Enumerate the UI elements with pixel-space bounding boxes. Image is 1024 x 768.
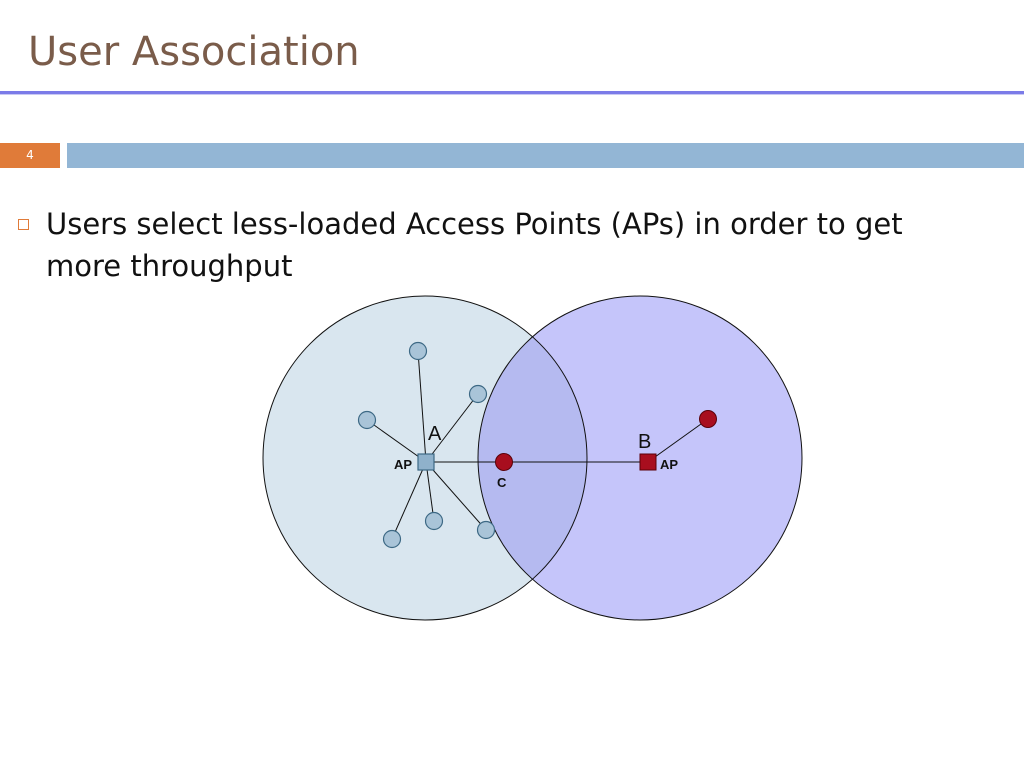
user-node-a-2	[468, 384, 488, 404]
link-b-user	[647, 418, 709, 463]
cell-b-border	[477, 295, 803, 621]
page-number-badge: 4	[0, 143, 60, 168]
coverage-overlap	[478, 296, 587, 620]
bullet-text: Users select less-loaded Access Points (…	[46, 207, 903, 283]
user-node-a-3	[357, 410, 377, 430]
label-a: A	[428, 423, 442, 445]
link-a-user-3	[366, 419, 427, 463]
slide-title: User Association	[28, 29, 360, 75]
title-rule	[0, 91, 1024, 94]
link-a-user-6	[425, 461, 487, 531]
user-node-a-6	[476, 520, 496, 540]
title-rule-shadow	[0, 94, 1024, 95]
user-node-a-1	[408, 341, 428, 361]
user-node-a-4	[382, 529, 402, 549]
link-a-user-4	[391, 461, 427, 540]
link-a-user-2	[425, 393, 479, 463]
access-point-b	[639, 453, 657, 471]
user-node-c	[495, 453, 513, 471]
access-point-a	[417, 453, 435, 471]
bullet-item: Users select less-loaded Access Points (…	[18, 203, 978, 287]
label-c: C	[497, 475, 507, 490]
label-b: B	[638, 431, 651, 453]
link-a-user-5	[425, 461, 435, 522]
ap-association-diagram: A B C AP AP	[262, 295, 803, 621]
cell-a-border	[262, 295, 588, 621]
user-node-b-1	[699, 410, 717, 428]
label-ap-a: AP	[394, 457, 412, 472]
label-ap-b: AP	[660, 457, 678, 472]
header-band	[67, 143, 1024, 168]
user-node-a-5	[424, 511, 444, 531]
square-bullet-icon	[18, 219, 29, 230]
link-a-user-1	[417, 350, 427, 463]
